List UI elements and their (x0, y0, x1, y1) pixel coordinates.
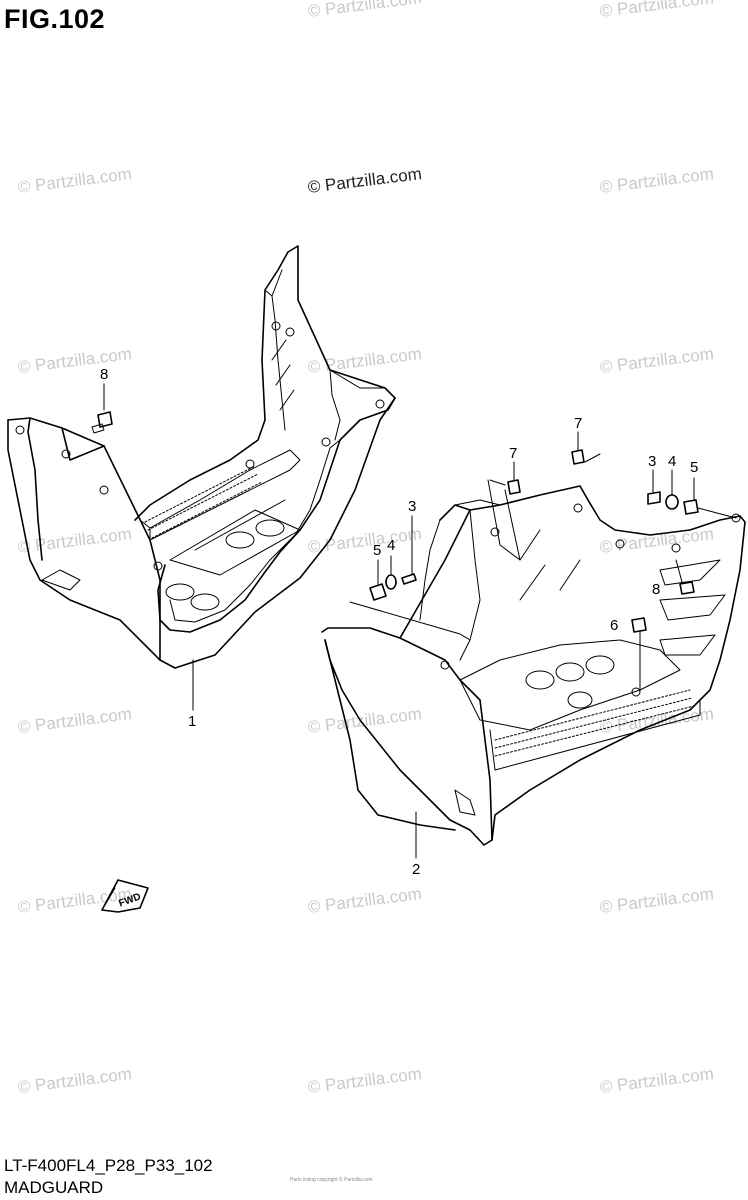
screw-8-left (91, 383, 113, 434)
fastener-group-right (647, 469, 737, 519)
callout-7-left: 7 (509, 445, 517, 462)
callout-3-right: 3 (648, 453, 656, 470)
figure-title: FIG.102 (4, 4, 106, 34)
left-madguard-part (7, 245, 396, 669)
callout-1: 1 (188, 713, 196, 730)
fwd-label: FWD (117, 891, 142, 909)
callout-8-left: 8 (100, 366, 108, 383)
callout-5-right: 5 (690, 459, 698, 476)
callout-8-right: 8 (652, 581, 660, 598)
figure-name: MADGUARD (4, 1178, 104, 1197)
screw-6 (631, 617, 647, 691)
callout-5-middle: 5 (373, 542, 381, 559)
screw-8-right (675, 559, 695, 595)
callout-4-middle: 4 (387, 537, 395, 554)
screw-7-pair (487, 431, 601, 561)
figure-code: LT-F400FL4_P28_P33_102 (4, 1156, 213, 1175)
right-madguard-part (321, 485, 746, 846)
fwd-direction-arrow: FWD (101, 879, 149, 913)
callout-3-middle: 3 (408, 498, 416, 515)
callout-4-right: 4 (668, 453, 676, 470)
callout-7-right: 7 (574, 415, 582, 432)
callout-2: 2 (412, 861, 420, 878)
fastener-group-middle (349, 515, 471, 641)
callout-6: 6 (610, 617, 618, 634)
copyright-footer: Parts listing copyright © Partzilla.com (290, 1177, 373, 1183)
